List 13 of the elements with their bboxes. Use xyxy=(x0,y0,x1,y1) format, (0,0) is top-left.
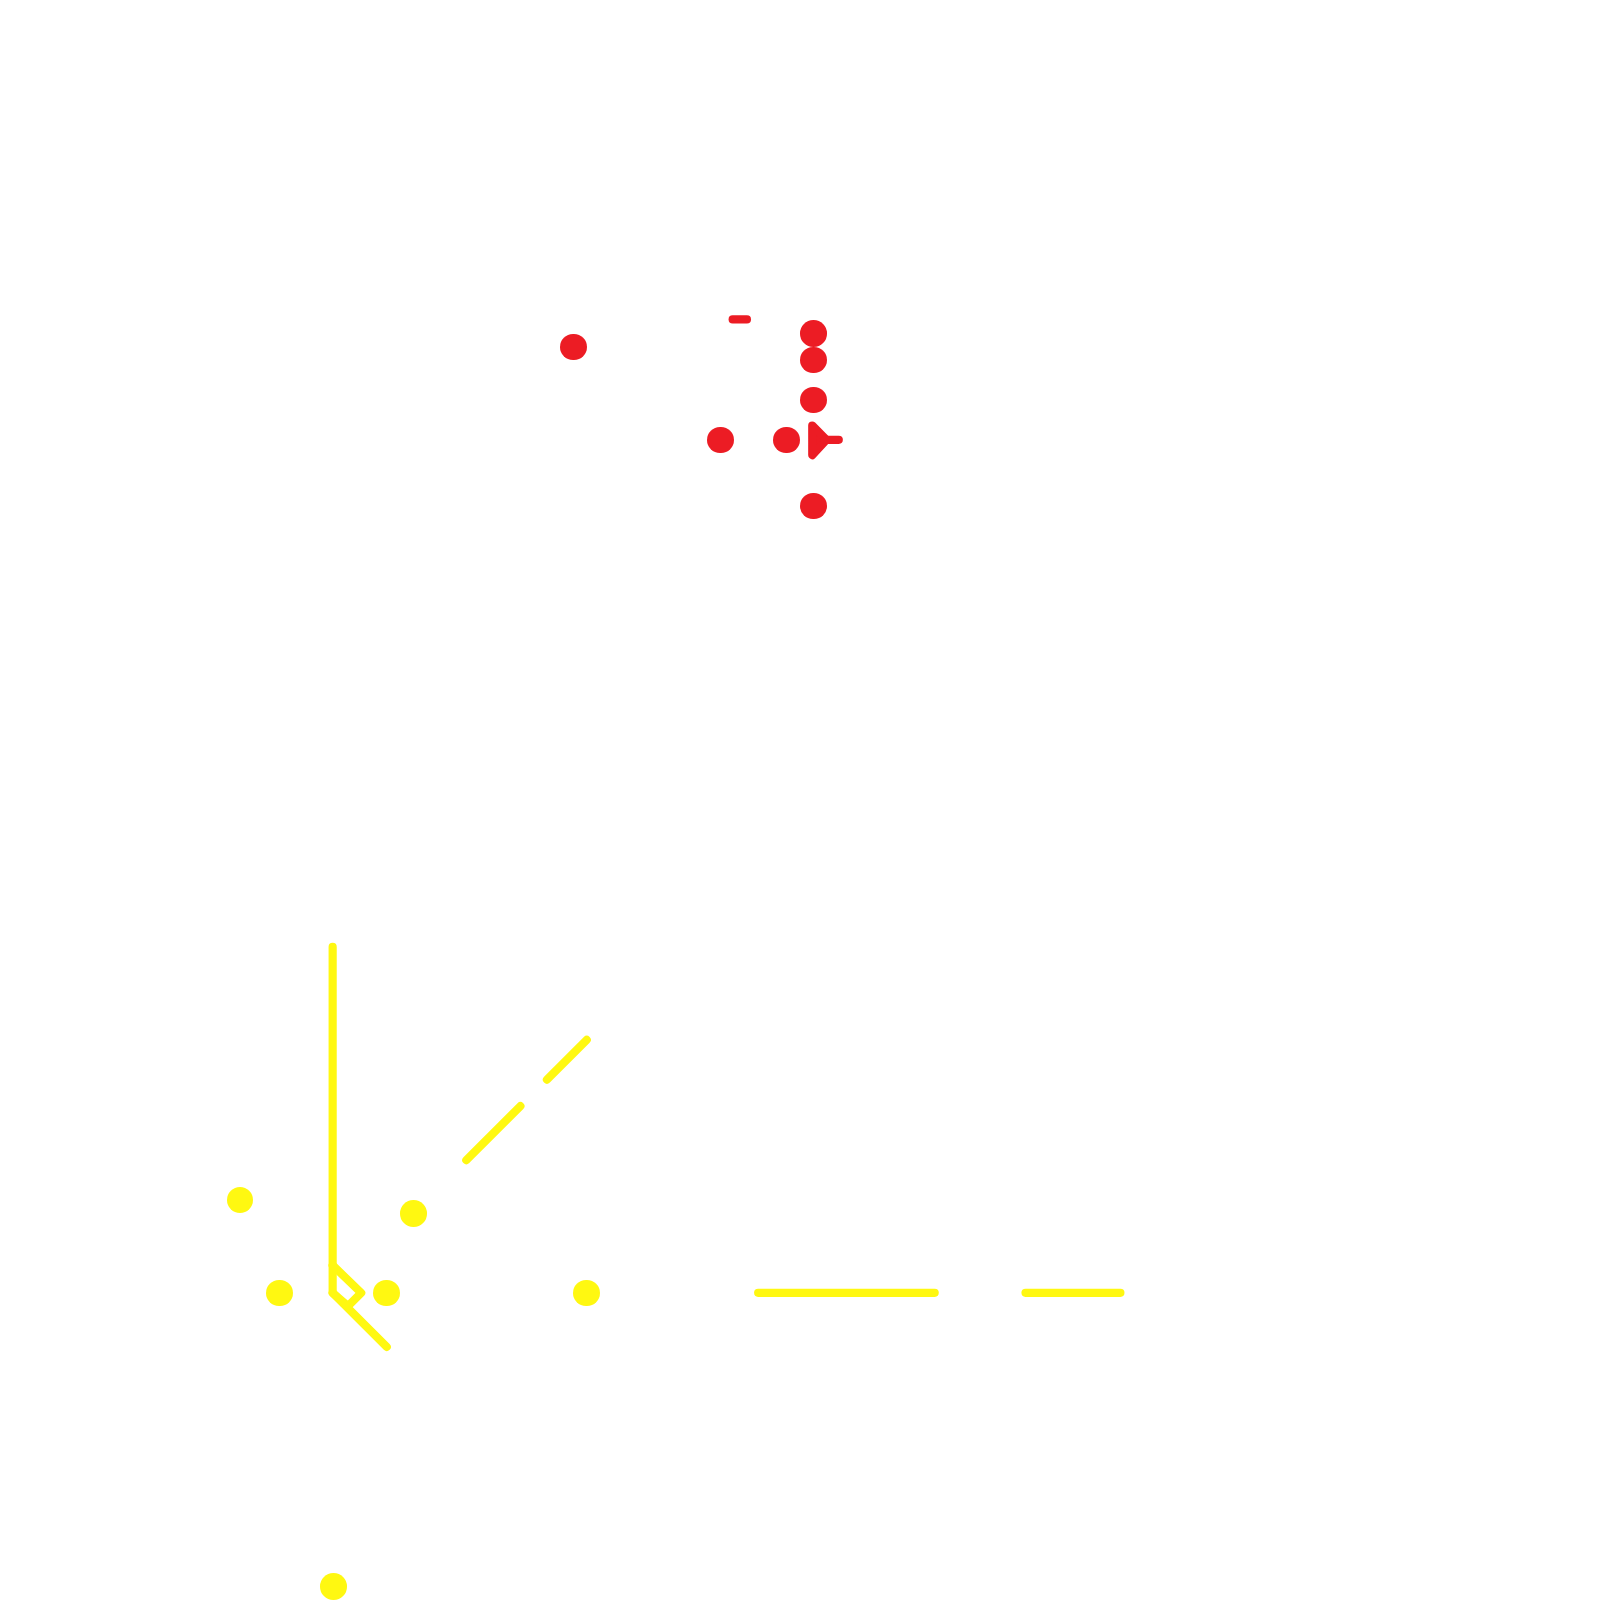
dot xyxy=(266,1279,293,1307)
dot xyxy=(707,426,734,454)
dot xyxy=(400,1200,427,1227)
dot xyxy=(800,320,827,347)
dot xyxy=(226,1186,254,1214)
dot xyxy=(800,492,827,520)
dot xyxy=(560,333,587,361)
dot xyxy=(773,426,800,454)
dot xyxy=(320,1573,347,1600)
dot xyxy=(800,346,827,374)
dot xyxy=(800,386,827,414)
dot xyxy=(573,1279,600,1307)
dot xyxy=(373,1279,400,1307)
